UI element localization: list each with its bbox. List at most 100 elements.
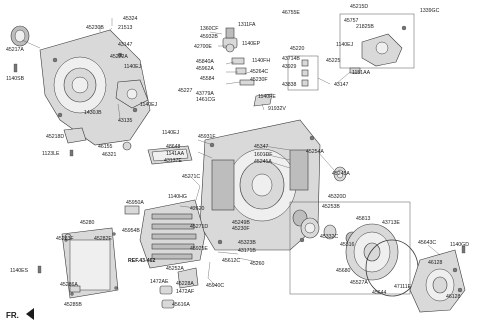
bracket-45215d bbox=[361, 25, 407, 67]
screen-45950a bbox=[124, 205, 140, 215]
part-label: 45220 bbox=[290, 46, 305, 52]
part-label: 43147 bbox=[334, 82, 349, 88]
part-label: 1461CG bbox=[196, 97, 215, 103]
part-label: 45931F bbox=[198, 134, 216, 140]
part-label: 45245A bbox=[332, 171, 350, 177]
part-label: 46128 bbox=[428, 260, 443, 266]
part-label: 1140EJ bbox=[140, 102, 158, 108]
part-label: 45757 bbox=[344, 18, 359, 24]
part-label: 45962A bbox=[196, 66, 214, 72]
part-label: 45940C bbox=[206, 283, 224, 289]
plug-group-45220 bbox=[287, 55, 319, 91]
part-label: 1601DF bbox=[254, 152, 272, 158]
part-label: 45925E bbox=[190, 246, 208, 252]
part-label: 1360CF bbox=[200, 26, 218, 32]
part-label: 45932B bbox=[200, 34, 218, 40]
part-label: 21513 bbox=[118, 25, 133, 31]
part-label: 45680 bbox=[336, 268, 351, 274]
oil-pan-45280 bbox=[61, 227, 119, 299]
part-label: 1140GD bbox=[450, 242, 469, 248]
part-label: 1140SB bbox=[6, 76, 25, 82]
part-label: 91932V bbox=[268, 106, 286, 112]
part-label: 1311FA bbox=[238, 22, 256, 28]
sensor-45616a bbox=[161, 299, 175, 309]
part-label: 45954B bbox=[122, 228, 140, 234]
part-label: 45230F bbox=[250, 77, 268, 83]
part-label: 45320D bbox=[328, 194, 346, 200]
part-label: 43713E bbox=[382, 220, 400, 226]
part-label: 1140FE bbox=[258, 94, 276, 100]
part-label: 43137E bbox=[164, 158, 182, 164]
pin-46128b bbox=[457, 287, 463, 293]
part-label: 47111E bbox=[394, 284, 412, 290]
part-label: 45230B bbox=[86, 25, 104, 31]
filter-46321 bbox=[147, 145, 193, 165]
part-label: 1140ES bbox=[10, 268, 29, 274]
ref-label: REF.43-462 bbox=[128, 258, 156, 264]
bolt-1140es bbox=[37, 265, 42, 274]
part-label: 45323B bbox=[238, 240, 256, 246]
part-label: 45252A bbox=[166, 266, 184, 272]
clutch-group bbox=[292, 209, 419, 297]
sensor-45228a bbox=[159, 285, 173, 295]
part-label: 43779A bbox=[196, 91, 214, 97]
part-label: 45813 bbox=[356, 216, 371, 222]
part-label: 43929 bbox=[282, 64, 297, 70]
part-label: 45616A bbox=[172, 302, 190, 308]
part-label: 1430JB bbox=[84, 110, 102, 116]
part-label: 46155 bbox=[98, 144, 113, 150]
clip-45225 bbox=[349, 67, 361, 74]
part-label: 1140HG bbox=[168, 194, 187, 200]
part-label: 45332C bbox=[320, 234, 338, 240]
part-label: 46128 bbox=[446, 294, 461, 300]
part-label: 45230F bbox=[232, 226, 250, 232]
part-label: 45950A bbox=[126, 200, 144, 206]
part-label: 45612C bbox=[222, 258, 240, 264]
part-label: 45225 bbox=[326, 58, 341, 64]
part-label: 1140EJ bbox=[336, 42, 354, 48]
part-label: 43147 bbox=[118, 42, 133, 48]
part-label: 1140FH bbox=[252, 58, 270, 64]
part-label: 1140EJ bbox=[162, 130, 180, 136]
part-label: 43171B bbox=[238, 248, 256, 254]
part-label: 45249B bbox=[232, 220, 250, 226]
part-label: 45527A bbox=[350, 280, 368, 286]
part-label: 45324 bbox=[123, 16, 138, 22]
part-label: 43135 bbox=[118, 118, 133, 124]
bolt-1140gd bbox=[461, 245, 466, 254]
solenoid-assembly-top bbox=[222, 27, 273, 107]
valve-body bbox=[139, 199, 206, 269]
part-label: 45264C bbox=[250, 69, 268, 75]
part-label: 1339GC bbox=[420, 8, 440, 14]
part-label: 45643C bbox=[418, 240, 436, 246]
part-label: 48648 bbox=[166, 144, 181, 150]
gasket-46155 bbox=[122, 141, 132, 151]
part-label: 45584 bbox=[200, 76, 215, 82]
sensor-42700e bbox=[225, 43, 235, 53]
part-labels: 45324 45230B 21513 45217A 43147 45272A 1… bbox=[6, 4, 469, 320]
bolt-1140sb bbox=[13, 63, 18, 73]
part-label: 46321 bbox=[102, 152, 117, 158]
cover-plate-left bbox=[115, 79, 149, 109]
part-label: 45271D bbox=[190, 224, 208, 230]
part-label: 45254A bbox=[306, 149, 324, 155]
part-label: 45516 bbox=[340, 242, 355, 248]
part-label: 45215D bbox=[350, 4, 368, 10]
part-label: 45272A bbox=[110, 54, 128, 60]
part-label: 1140EJ bbox=[124, 64, 142, 70]
part-label: 1472AE bbox=[150, 279, 169, 285]
pin-1123le bbox=[69, 149, 74, 157]
plug-45283f bbox=[64, 233, 72, 241]
part-label: 1151AA bbox=[352, 70, 371, 76]
part-label: 45347 bbox=[254, 144, 269, 150]
part-label: 43714B bbox=[282, 56, 300, 62]
part-label: 42700E bbox=[194, 44, 212, 50]
part-label: 45283F bbox=[56, 236, 74, 242]
magnet-45286a bbox=[69, 285, 81, 293]
part-label: 1123LE bbox=[42, 151, 60, 157]
part-label: 21825B bbox=[356, 24, 374, 30]
part-label: 45227 bbox=[178, 88, 193, 94]
part-label: 45218D bbox=[46, 134, 64, 140]
part-label: 46755E bbox=[282, 10, 300, 16]
part-label: 45260 bbox=[250, 261, 265, 267]
